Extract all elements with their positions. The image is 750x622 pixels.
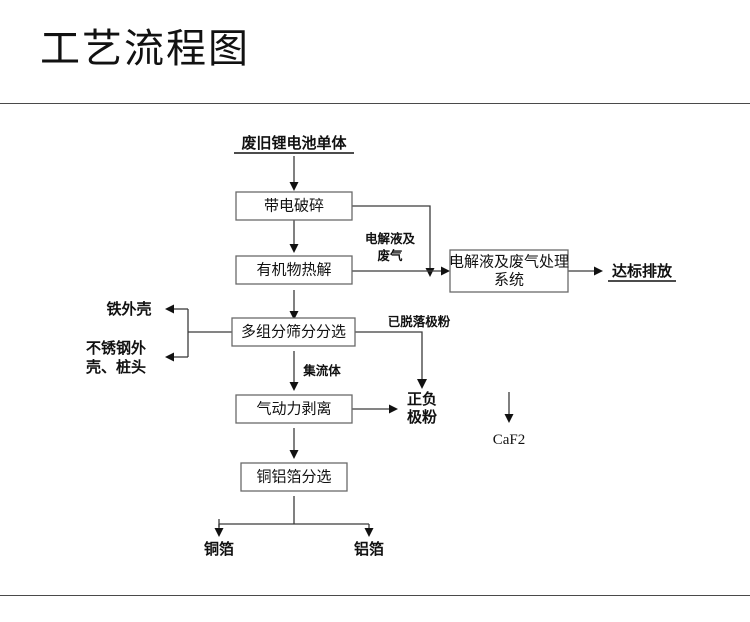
node-pneumatic-stripping[interactable]: 气动力剥离 [235,394,353,424]
edge-sorting-to-electrode-powder [355,331,427,389]
node-pyrolysis-label: 有机物热解 [256,261,331,278]
node-compliant-emission-label: 达标排放 [612,262,673,280]
node-electrode-powder-label-line2: 极粉 [407,408,437,426]
node-stainless-steel-shell: 不锈钢外 壳、桩头 [85,339,146,376]
node-foil-sorting-label: 铜铝箔分选 [256,468,331,485]
edge-gas-system-to-emission [568,266,603,276]
edge-label-shed-powder: 已脱落极粉 [388,314,451,329]
node-compliant-emission: 达标排放 [608,262,676,282]
edge-input-to-crush [289,156,299,191]
edge-gas-system-to-caf2 [504,392,514,423]
edge-label-current-collector: 集流体 [302,363,341,378]
connector-layer [165,156,603,537]
node-stainless-steel-shell-label-line1: 不锈钢外 [86,339,146,357]
footer-divider [0,595,750,596]
header-divider [0,103,750,104]
page-title: 工艺流程图 [40,27,250,71]
edge-label-layer: 电解液及 废气 已脱落极粉 集流体 [302,231,451,378]
node-input-waste-cells: 废旧锂电池单体 [234,134,354,154]
terminal-layer: 废旧锂电池单体 达标排放 CaF2 铁外壳 不锈钢外 [85,134,676,558]
node-gas-treatment-system[interactable]: 电解液及废气处理 系统 [449,249,569,293]
node-input-waste-cells-label: 废旧锂电池单体 [241,134,347,152]
edge-sorting-to-shells [165,304,232,362]
node-stainless-steel-shell-label-line2: 壳、桩头 [85,358,146,376]
node-aluminum-foil: 铝箔 [354,540,384,558]
node-iron-shell-label: 铁外壳 [106,300,151,318]
edge-pyrolysis-to-gas-system [352,266,450,276]
node-caf2: CaF2 [493,432,526,448]
node-electrode-powder-label-line1: 正负 [407,390,437,408]
edge-label-current-collector-text: 集流体 [302,363,341,378]
node-caf2-label: CaF2 [493,432,526,448]
edge-foil-sorting-to-foils [214,496,374,537]
node-electrode-powder: 正负 极粉 [407,390,437,426]
node-layer: 带电破碎 有机物热解 电解液及废气处理 系统 多组分筛分分选 [231,191,569,492]
edge-stripping-to-foil-sorting [289,428,299,459]
node-multicomponent-sorting-label: 多组分筛分分选 [241,323,346,340]
edge-crush-to-pyrolysis [289,220,299,253]
node-copper-foil-label: 铜箔 [204,540,234,558]
node-gas-treatment-system-label-line1: 电解液及废气处理 [449,253,569,270]
node-aluminum-foil-label: 铝箔 [354,540,384,558]
node-pneumatic-stripping-label: 气动力剥离 [256,400,331,417]
node-crush[interactable]: 带电破碎 [235,191,353,221]
edge-pyrolysis-to-sorting [289,290,299,320]
edge-label-shed-powder-text: 已脱落极粉 [388,314,451,329]
node-foil-sorting[interactable]: 铜铝箔分选 [240,462,348,492]
node-copper-foil: 铜箔 [204,540,234,558]
node-crush-label: 带电破碎 [264,197,324,214]
node-pyrolysis[interactable]: 有机物热解 [235,255,353,285]
edge-sorting-to-stripping [289,351,299,391]
edge-crush-to-gas-system [352,205,435,277]
edge-label-electrolyte-gas-line1: 电解液及 [365,231,416,246]
edge-label-electrolyte-gas: 电解液及 废气 [365,231,416,263]
process-flow-diagram: 带电破碎 有机物热解 电解液及废气处理 系统 多组分筛分分选 [0,104,750,594]
node-gas-treatment-system-label-line2: 系统 [494,271,524,288]
edge-label-electrolyte-gas-line2: 废气 [377,248,403,263]
node-iron-shell: 铁外壳 [106,300,151,318]
node-multicomponent-sorting[interactable]: 多组分筛分分选 [231,317,356,347]
edge-stripping-to-electrode-powder [352,404,398,414]
